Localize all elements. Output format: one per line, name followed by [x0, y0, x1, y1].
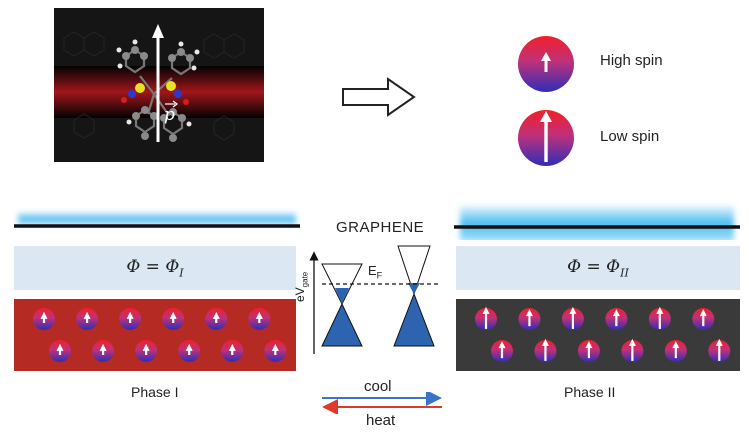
- dirac-cone-diagram: [309, 245, 438, 354]
- spin-arrow-head: [569, 306, 577, 314]
- dirac-cone-right: [393, 245, 435, 347]
- spin-arrow-head: [142, 343, 150, 351]
- spin-arrow-head: [672, 341, 680, 349]
- gate-voltage-label: eVgate: [293, 271, 310, 302]
- phase-1-label: Phase I: [131, 384, 179, 400]
- phase-2-film: [456, 299, 740, 371]
- molecule-image: p: [54, 8, 264, 162]
- transition-arrow: [342, 77, 416, 117]
- spin-arrow-head: [228, 343, 236, 351]
- spin-arrow-head: [541, 338, 549, 346]
- spin-arrow-head: [482, 306, 490, 314]
- spin-arrow-head: [498, 341, 506, 349]
- spin-arrow-head: [56, 343, 64, 351]
- spin-arrow-head: [185, 343, 193, 351]
- graphene-glow-phase-2: [454, 206, 740, 240]
- spin-arrow-head: [40, 311, 48, 319]
- low-spin-label: Low spin: [600, 128, 660, 145]
- high-spin-icon: [518, 36, 574, 92]
- dirac-cone-left: [321, 263, 363, 347]
- low-spin-icon: [518, 110, 574, 166]
- spin-arrow-head: [699, 309, 707, 317]
- spin-arrow-head: [255, 311, 263, 319]
- heat-label: heat: [366, 412, 396, 429]
- spin-arrow-head: [628, 338, 636, 346]
- dipole-label: p: [164, 105, 175, 125]
- spin-arrow-head: [83, 311, 91, 319]
- spin-arrow-head: [271, 343, 279, 351]
- phase-1-film: [14, 299, 296, 371]
- potential-label-phase-2: Φ = ΦII: [567, 256, 629, 280]
- spin-arrow-head: [612, 309, 620, 317]
- potential-box-phase-1: Φ = ΦI: [14, 246, 296, 290]
- spin-arrow-head: [656, 306, 664, 314]
- potential-box-phase-2: Φ = ΦII: [456, 246, 740, 290]
- spin-arrow-head: [715, 338, 723, 346]
- graphene-label: GRAPHENE: [336, 219, 425, 236]
- phase-2-label: Phase II: [564, 384, 616, 400]
- spin-arrow-head: [212, 311, 220, 319]
- fermi-level-label: EF: [368, 263, 383, 281]
- spin-arrow-head: [525, 309, 533, 317]
- spin-arrow-head: [99, 343, 107, 351]
- spin-arrow-head: [585, 341, 593, 349]
- graphene-glow-phase-1: [14, 211, 300, 228]
- spin-arrow-head: [169, 311, 177, 319]
- cool-label: cool: [364, 378, 392, 395]
- high-spin-label: High spin: [600, 52, 663, 69]
- potential-label-phase-1: Φ = ΦI: [126, 256, 184, 280]
- cool-heat-arrows: [322, 392, 442, 414]
- spin-arrow-head: [126, 311, 134, 319]
